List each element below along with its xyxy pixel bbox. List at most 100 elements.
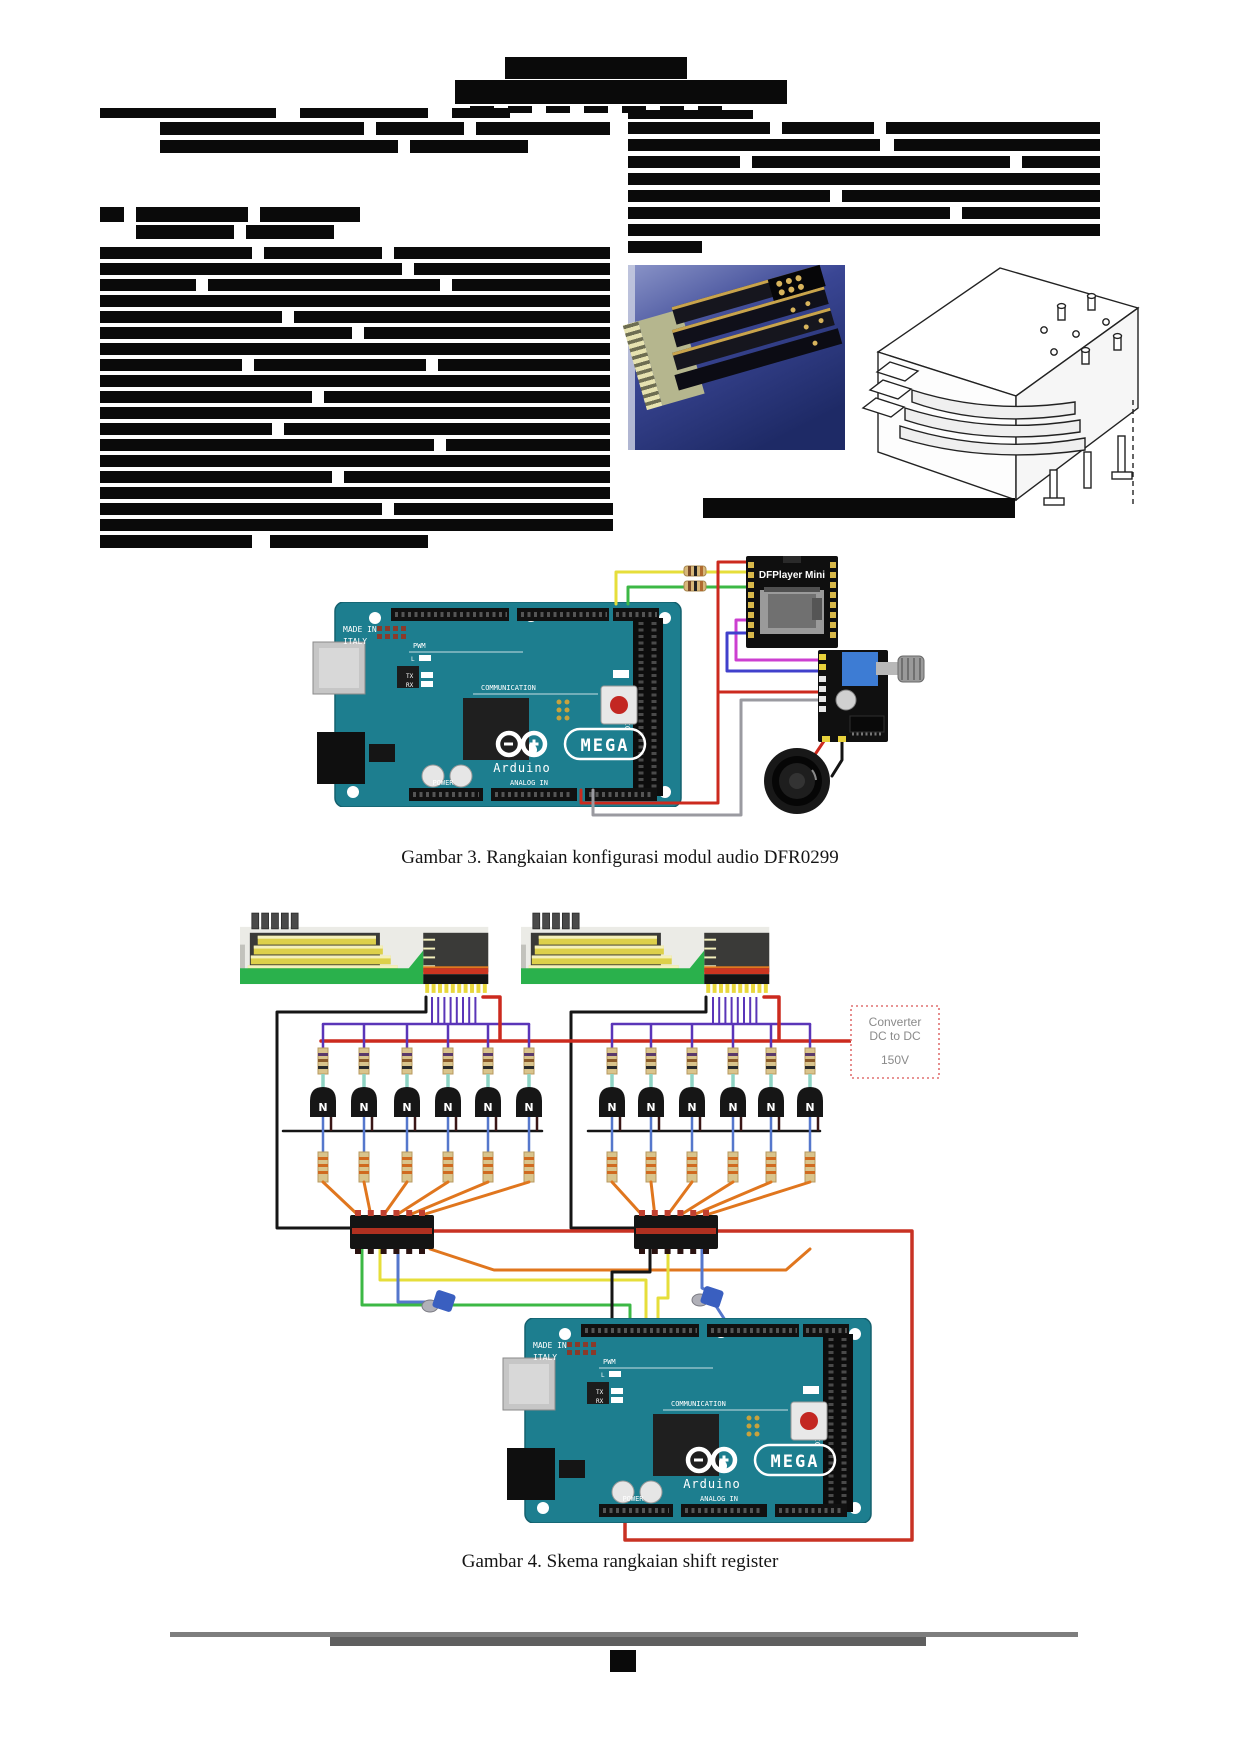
figure3-circuit: DFPlayer Mini — [313, 556, 925, 817]
figure3-caption: Gambar 3. Rangkaian konfigurasi modul au… — [401, 847, 839, 868]
redacted-text-line — [100, 487, 610, 499]
redacted-text-line — [394, 247, 610, 259]
transistor-label: N — [607, 1101, 616, 1114]
footer-rule-bar — [170, 1632, 1078, 1637]
arduino-mega-figure4 — [503, 1318, 871, 1523]
transistor — [638, 1087, 664, 1117]
redacted-text-line — [394, 503, 613, 515]
redacted-text-line — [100, 247, 252, 259]
shift-register-ic-1 — [350, 1215, 434, 1249]
redacted-text-line — [752, 156, 1010, 168]
redacted-text-line — [100, 375, 610, 387]
redacted-text-line — [100, 311, 282, 323]
redacted-text-line — [628, 173, 1100, 185]
transistor-label: N — [483, 1101, 492, 1114]
converter-line3: 150V — [881, 1053, 909, 1067]
redacted-text-line — [100, 279, 196, 291]
transistor — [679, 1087, 705, 1117]
dfplayer-label: DFPlayer Mini — [759, 570, 825, 581]
shift-register-ic-2 — [634, 1215, 718, 1249]
transistor-label: N — [646, 1101, 655, 1114]
page-number-redacted — [610, 1650, 636, 1672]
redacted-text-line — [100, 455, 610, 467]
transistor — [435, 1087, 461, 1117]
transistor-label: N — [524, 1101, 533, 1114]
figure4-caption: Gambar 4. Skema rangkaian shift register — [461, 1551, 779, 1572]
redacted-text-line — [100, 108, 276, 118]
redacted-text-line — [100, 439, 434, 451]
display-module-2 — [521, 912, 770, 994]
redacted-text-line — [264, 247, 382, 259]
redacted-text-line — [782, 122, 874, 134]
redacted-text-line — [660, 106, 684, 113]
redacted-text-line — [246, 225, 334, 239]
redacted-text-line — [628, 110, 753, 119]
redacted-text-line — [136, 207, 248, 222]
transistor-label: N — [687, 1101, 696, 1114]
display-module-1 — [240, 912, 489, 994]
transistor — [516, 1087, 542, 1117]
redacted-text-line — [410, 140, 528, 153]
redacted-text-line — [1022, 156, 1100, 168]
connector-line-drawing — [861, 267, 1140, 508]
redacted-text-line — [628, 139, 880, 151]
redacted-text-line — [628, 207, 950, 219]
redacted-text-line — [100, 295, 610, 307]
transistor-label: N — [443, 1101, 452, 1114]
converter-line2: DC to DC — [869, 1029, 921, 1043]
redacted-text-line — [455, 80, 787, 104]
redacted-text-line — [894, 139, 1100, 151]
redacted-text-line — [546, 106, 570, 113]
redacted-text-line — [100, 471, 332, 483]
redacted-text-line — [505, 57, 687, 79]
transistor — [351, 1087, 377, 1117]
redacted-text-line — [628, 156, 740, 168]
redacted-text-line — [100, 359, 242, 371]
redacted-text-line — [300, 108, 428, 118]
redacted-text-line — [294, 311, 610, 323]
transistor-label: N — [805, 1101, 814, 1114]
redacted-text-line — [438, 359, 610, 371]
redacted-text-line — [270, 535, 428, 548]
transistor — [797, 1087, 823, 1117]
transistor-label: N — [766, 1101, 775, 1114]
redacted-text-line — [100, 263, 402, 275]
redacted-text-line — [842, 190, 1100, 202]
redacted-text-line — [703, 498, 1015, 518]
redacted-text-line — [100, 503, 382, 515]
transistor — [758, 1087, 784, 1117]
transistor — [475, 1087, 501, 1117]
redacted-text-line — [376, 122, 464, 135]
redacted-text-line — [414, 263, 610, 275]
transistor — [720, 1087, 746, 1117]
transistor-label: N — [359, 1101, 368, 1114]
redacted-text-line — [160, 140, 398, 153]
redacted-text-line — [100, 407, 610, 419]
footer-rule-bar — [330, 1637, 926, 1646]
redacted-text-line — [100, 391, 312, 403]
trimmer-capacitor — [421, 1286, 724, 1313]
redacted-text-line — [628, 224, 1100, 236]
redacted-text-line — [452, 108, 510, 118]
dfplayer-module: DFPlayer Mini — [746, 556, 838, 648]
redacted-text-line — [962, 207, 1100, 219]
transistor — [310, 1087, 336, 1117]
redacted-text-line — [100, 327, 352, 339]
ic-pins — [355, 1210, 709, 1254]
dc-converter-box: Converter DC to DC 150V — [850, 1005, 940, 1079]
redacted-text-line — [254, 359, 426, 371]
speaker — [764, 748, 830, 814]
transistor-label: N — [402, 1101, 411, 1114]
transistor-label: N — [728, 1101, 737, 1114]
transistor — [599, 1087, 625, 1117]
redacted-text-line — [584, 106, 608, 113]
redacted-text-line — [100, 343, 610, 355]
redacted-text-line — [508, 106, 532, 113]
redacted-text-line — [260, 207, 360, 222]
redacted-text-line — [886, 122, 1100, 134]
redacted-text-line — [344, 471, 610, 483]
converter-line1: Converter — [869, 1015, 922, 1029]
redacted-text-line — [452, 279, 610, 291]
